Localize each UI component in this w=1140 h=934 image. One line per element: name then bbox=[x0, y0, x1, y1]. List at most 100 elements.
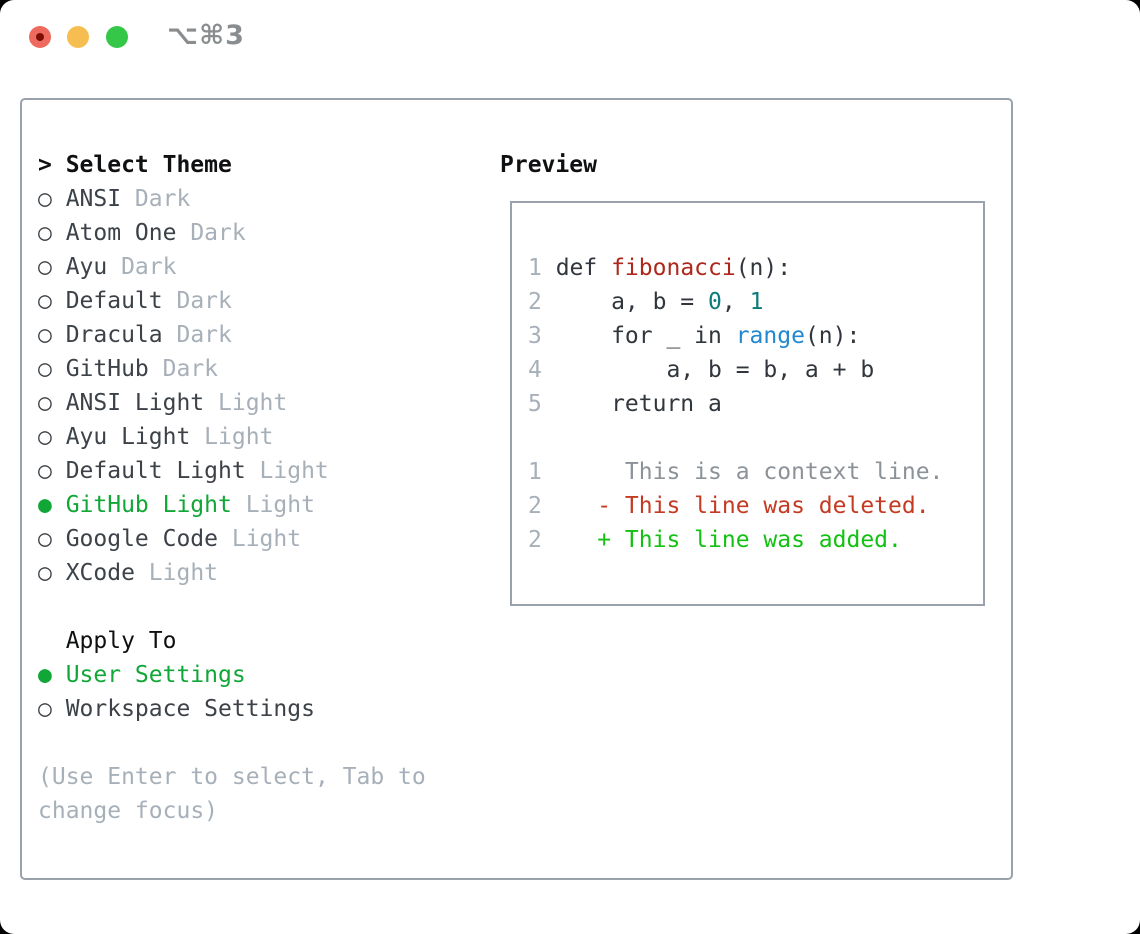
theme-variant: Light bbox=[204, 424, 274, 450]
theme-option-github-light[interactable]: ● GitHub Light Light bbox=[38, 488, 426, 522]
diff-line-deleted: 2 - This line was deleted. bbox=[528, 489, 983, 523]
apply-option-label: User Settings bbox=[65, 662, 246, 688]
theme-name: XCode bbox=[65, 560, 135, 586]
theme-variant: Dark bbox=[162, 356, 219, 382]
preview-title: Preview bbox=[500, 152, 597, 178]
theme-name: GitHub Light bbox=[65, 492, 232, 518]
close-button[interactable] bbox=[29, 26, 51, 48]
spacer bbox=[38, 590, 426, 624]
theme-name: Google Code bbox=[65, 526, 219, 552]
radio-icon: ○ bbox=[38, 526, 52, 552]
blank-line bbox=[528, 421, 983, 455]
line-number: 2 bbox=[528, 493, 542, 519]
theme-variant: Dark bbox=[134, 186, 191, 212]
line-number: 1 bbox=[528, 459, 542, 485]
apply-option-user-settings[interactable]: ● User Settings bbox=[38, 658, 426, 692]
theme-option-default-dark[interactable]: ○ Default Dark bbox=[38, 284, 426, 318]
theme-option-ayu-light[interactable]: ○ Ayu Light Light bbox=[38, 420, 426, 454]
theme-variant: Dark bbox=[190, 220, 246, 246]
theme-variant: Light bbox=[148, 560, 219, 586]
code-token: (n): bbox=[804, 323, 861, 349]
theme-option-google-code-light[interactable]: ○ Google Code Light bbox=[38, 522, 426, 556]
hint-text: (Use Enter to select, Tab to bbox=[38, 764, 426, 790]
radio-icon: ○ bbox=[38, 220, 52, 246]
number-token: 1 bbox=[749, 289, 764, 315]
theme-option-ansi-light[interactable]: ○ ANSI Light Light bbox=[38, 386, 426, 420]
theme-variant: Dark bbox=[121, 254, 177, 280]
spacer bbox=[38, 726, 426, 760]
radio-icon: ○ bbox=[38, 254, 52, 280]
radio-icon: ○ bbox=[38, 560, 52, 586]
radio-selected-icon: ● bbox=[38, 662, 52, 688]
theme-variant: Dark bbox=[176, 288, 232, 314]
diff-line-context: 1 This is a context line. bbox=[528, 455, 983, 489]
window-title: ⌥⌘3 bbox=[167, 20, 245, 51]
code-line: 3 for _ in range(n): bbox=[528, 319, 983, 353]
theme-name: GitHub bbox=[65, 356, 149, 382]
radio-icon: ○ bbox=[38, 390, 52, 416]
theme-variant: Light bbox=[231, 526, 302, 552]
diff-line-added: 2 + This line was added. bbox=[528, 523, 983, 557]
builtin-token: range bbox=[735, 323, 805, 349]
select-theme-label: Select Theme bbox=[65, 152, 232, 178]
zoom-button[interactable] bbox=[106, 26, 128, 48]
radio-icon: ○ bbox=[38, 696, 52, 722]
radio-icon: ○ bbox=[38, 186, 52, 212]
line-number: 1 bbox=[528, 255, 542, 281]
theme-variant: Light bbox=[245, 492, 315, 518]
theme-option-xcode-light[interactable]: ○ XCode Light bbox=[38, 556, 426, 590]
code-token: a, b = bbox=[555, 289, 709, 315]
theme-option-atom-one-dark[interactable]: ○ Atom One Dark bbox=[38, 216, 426, 250]
line-number: 3 bbox=[528, 323, 542, 349]
radio-icon: ○ bbox=[38, 424, 52, 450]
theme-name: Dracula bbox=[65, 322, 163, 348]
theme-name: Default bbox=[65, 288, 163, 314]
radio-icon: ○ bbox=[38, 458, 52, 484]
apply-option-label: Workspace Settings bbox=[65, 696, 315, 722]
theme-name: ANSI bbox=[65, 186, 122, 212]
theme-name: Default Light bbox=[65, 458, 246, 484]
code-line: 2 a, b = 0, 1 bbox=[528, 285, 983, 319]
theme-option-ansi-dark[interactable]: ○ ANSI Dark bbox=[38, 182, 426, 216]
apply-to-header: Apply To bbox=[38, 624, 426, 658]
theme-variant: Light bbox=[218, 390, 288, 416]
radio-icon: ○ bbox=[38, 288, 52, 314]
theme-name: Ayu bbox=[65, 254, 108, 280]
function-name-token: fibonacci bbox=[611, 255, 736, 281]
line-number: 4 bbox=[528, 357, 542, 383]
theme-name: ANSI Light bbox=[65, 390, 205, 416]
theme-variant: Light bbox=[259, 458, 329, 484]
diff-deleted-text: - This line was deleted. bbox=[555, 493, 930, 519]
code-token: (n): bbox=[735, 255, 792, 281]
line-number: 5 bbox=[528, 391, 542, 417]
minimize-button[interactable] bbox=[67, 26, 89, 48]
code-line: 1 def fibonacci(n): bbox=[528, 251, 983, 285]
theme-option-github-dark[interactable]: ○ GitHub Dark bbox=[38, 352, 426, 386]
diff-added-text: + This line was added. bbox=[555, 527, 902, 553]
code-line: 4 a, b = b, a + b bbox=[528, 353, 983, 387]
line-number: 2 bbox=[528, 527, 542, 553]
theme-name: Atom One bbox=[65, 220, 177, 246]
code-token: def bbox=[555, 255, 612, 281]
theme-variant: Dark bbox=[176, 322, 232, 348]
radio-selected-icon: ● bbox=[38, 492, 52, 518]
code-line: 5 return a bbox=[528, 387, 983, 421]
line-number: 2 bbox=[528, 289, 542, 315]
diff-context-text: This is a context line. bbox=[555, 459, 944, 485]
theme-option-ayu-dark[interactable]: ○ Ayu Dark bbox=[38, 250, 426, 284]
theme-option-default-light[interactable]: ○ Default Light Light bbox=[38, 454, 426, 488]
cursor-icon: > bbox=[38, 152, 52, 178]
apply-to-label: Apply To bbox=[65, 628, 177, 654]
code-token: a, b = b, a + b bbox=[555, 357, 875, 383]
select-theme-header: > Select Theme bbox=[38, 148, 426, 182]
radio-icon: ○ bbox=[38, 356, 52, 382]
code-token: for _ in bbox=[555, 323, 736, 349]
theme-name: Ayu Light bbox=[65, 424, 191, 450]
hint-text: change focus) bbox=[38, 798, 219, 824]
apply-option-workspace-settings[interactable]: ○ Workspace Settings bbox=[38, 692, 426, 726]
